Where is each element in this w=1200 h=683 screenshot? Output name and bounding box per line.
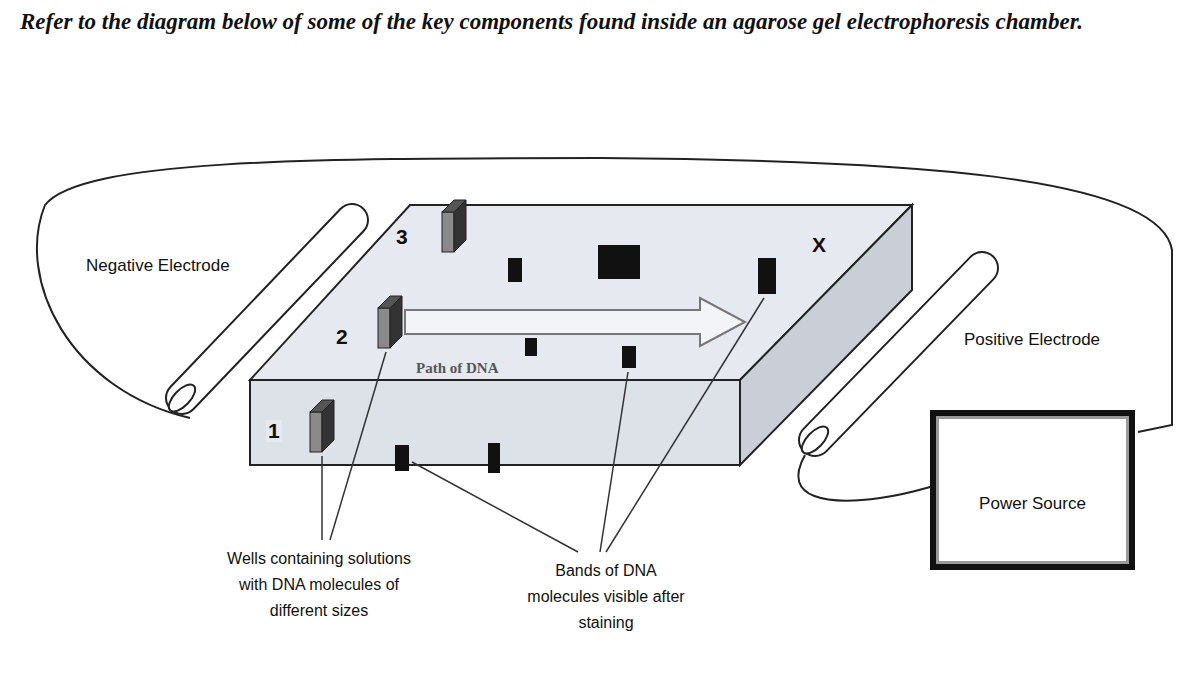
callout-note: Bands of DNA molecules visible after sta…	[526, 558, 686, 636]
electrode-label: Negative Electrode	[84, 256, 232, 276]
electrode	[182, 220, 352, 398]
power-source-box: Power Source	[930, 410, 1135, 570]
callout-number: 2	[334, 326, 350, 348]
electrode-end	[164, 380, 199, 416]
electrode	[182, 220, 352, 398]
callout-number: 1	[266, 420, 282, 442]
callout-note: Wells containing solutions with DNA mole…	[214, 546, 424, 624]
callout-number: X	[810, 234, 828, 256]
path-label: Path of DNA	[414, 360, 501, 377]
wire	[798, 455, 934, 501]
callout-number: 3	[394, 226, 410, 248]
well	[378, 296, 402, 348]
title: Refer to the diagram below of some of th…	[20, 8, 1170, 36]
leader-line	[322, 298, 764, 552]
path-arrow	[405, 298, 745, 346]
electrode-end	[797, 422, 832, 458]
dna-band	[395, 245, 776, 473]
well	[442, 200, 466, 252]
well	[310, 400, 334, 452]
electrode-label: Positive Electrode	[962, 330, 1102, 350]
box-text: Power Source	[936, 416, 1129, 522]
